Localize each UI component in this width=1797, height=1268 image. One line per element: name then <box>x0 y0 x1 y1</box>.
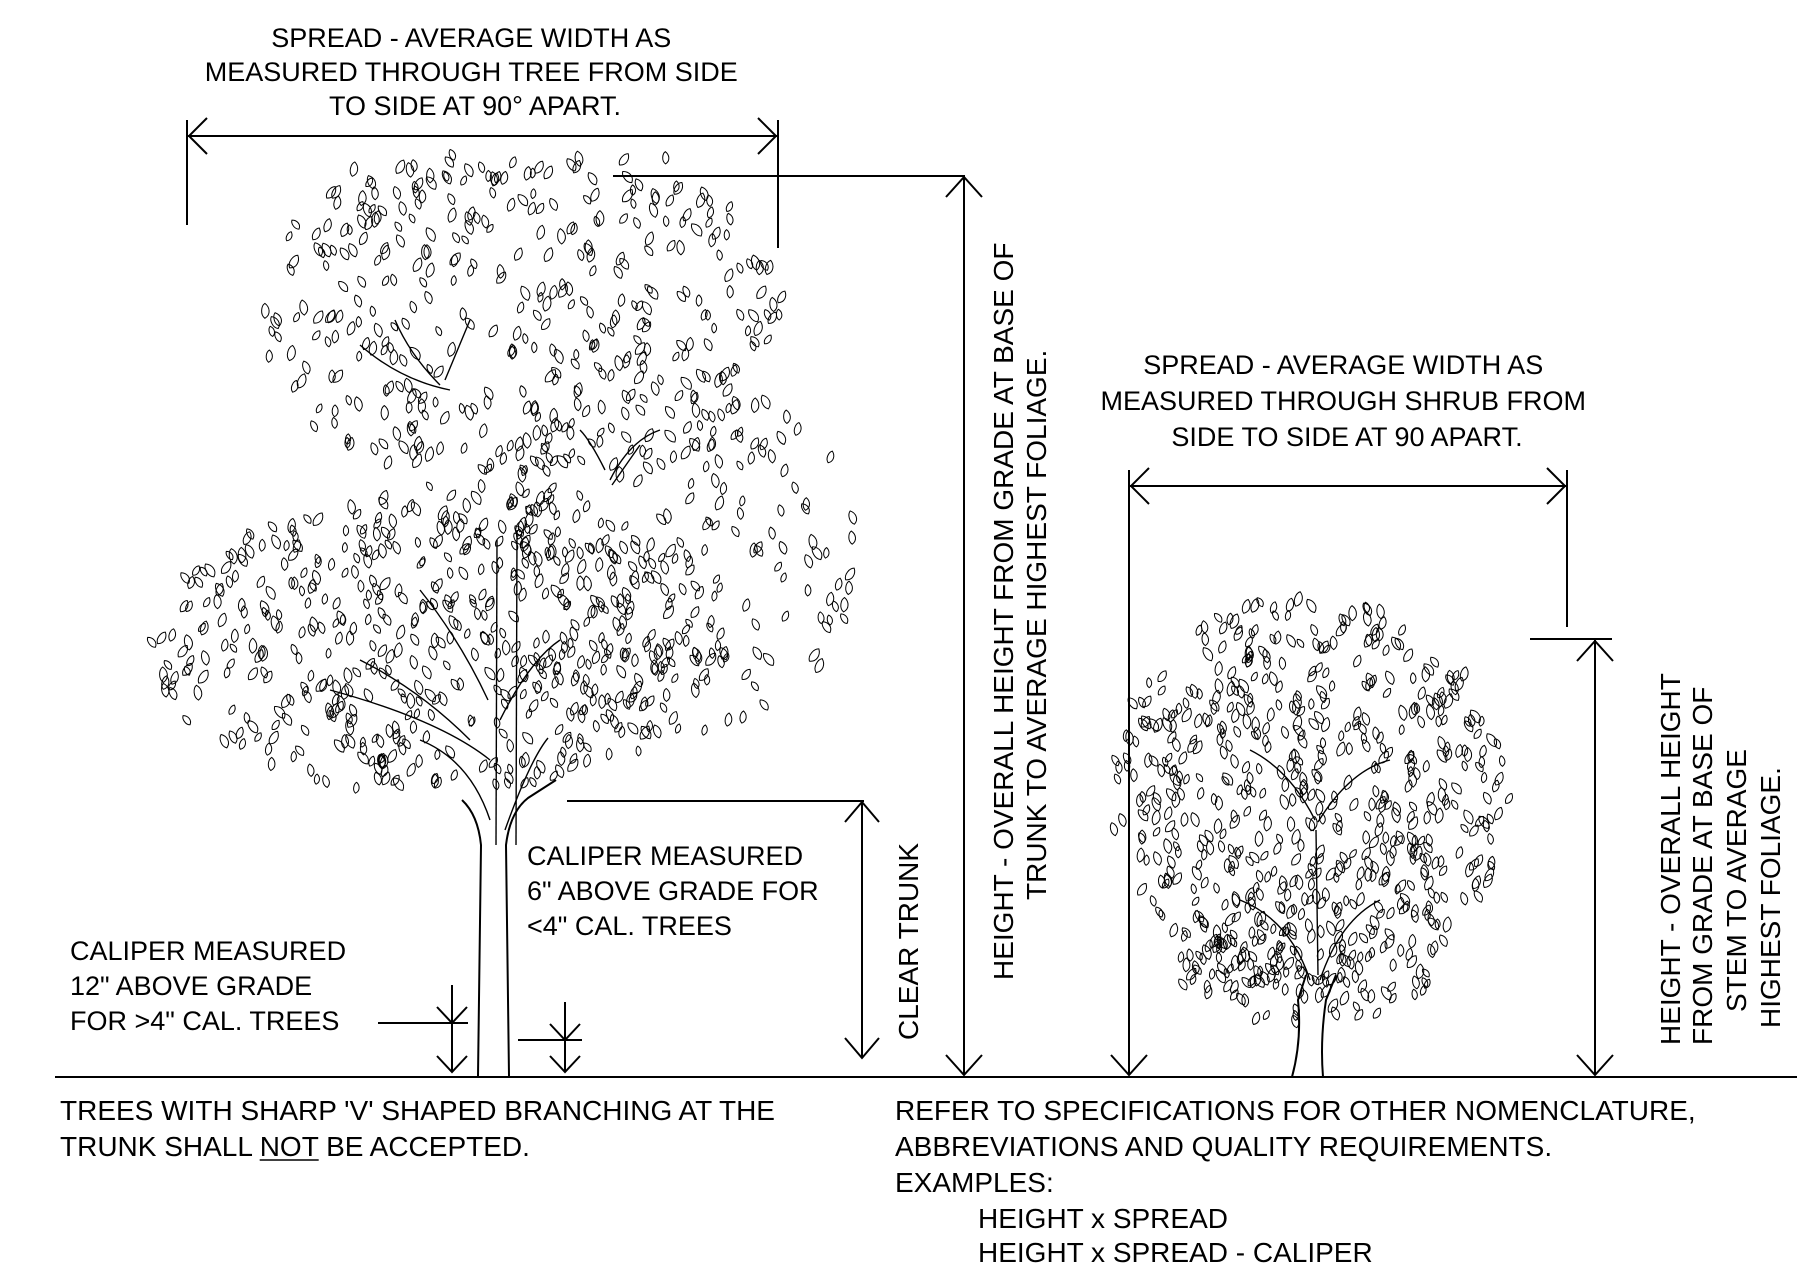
caliper-6in-label: CALIPER MEASURED 6" ABOVE GRADE FOR <4" … <box>527 841 826 941</box>
clear-trunk-dimension <box>567 800 880 1060</box>
tree-spread-dimension <box>186 117 779 248</box>
caliper-6in-marker <box>518 1002 582 1074</box>
shrub-spread-dimension <box>1110 467 1568 1077</box>
tree-trunk <box>419 529 557 1077</box>
clear-trunk-label: CLEAR TRUNK <box>893 843 924 1040</box>
caliper-12in-marker <box>378 985 468 1074</box>
shrub-height-label-3: STEM TO AVERAGE <box>1721 749 1752 1012</box>
not-emphasis: NOT <box>260 1131 319 1162</box>
shrub-height-label-4: HIGHEST FOLIAGE. <box>1755 767 1786 1028</box>
shrub-spread-label: SPREAD - AVERAGE WIDTH AS MEASURED THROU… <box>1100 350 1593 452</box>
v-branching-note: TREES WITH SHARP 'V' SHAPED BRANCHING AT… <box>60 1095 783 1162</box>
tree-height-label: HEIGHT - OVERALL HEIGHT FROM GRADE AT BA… <box>988 243 1019 980</box>
specifications-note: REFER TO SPECIFICATIONS FOR OTHER NOMENC… <box>895 1095 1703 1268</box>
tree-foliage <box>146 148 858 794</box>
shrub-foliage <box>1109 591 1513 1029</box>
tree-spread-label: SPREAD - AVERAGE WIDTH AS MEASURED THROU… <box>205 23 746 121</box>
shrub-height-label: HEIGHT - OVERALL HEIGHT <box>1655 673 1686 1045</box>
tree-height-dimension <box>613 175 983 1077</box>
tree-height-label-2: TRUNK TO AVERAGE HIGHEST FOLIAGE. <box>1021 350 1052 900</box>
tree-branches <box>329 319 661 761</box>
shrub-height-dimension <box>1530 638 1614 1077</box>
shrub-height-label-2: FROM GRADE AT BASE OF <box>1687 687 1718 1045</box>
caliper-12in-label: CALIPER MEASURED 12" ABOVE GRADE FOR >4"… <box>70 936 354 1036</box>
shrub-stem <box>1239 749 1391 1078</box>
